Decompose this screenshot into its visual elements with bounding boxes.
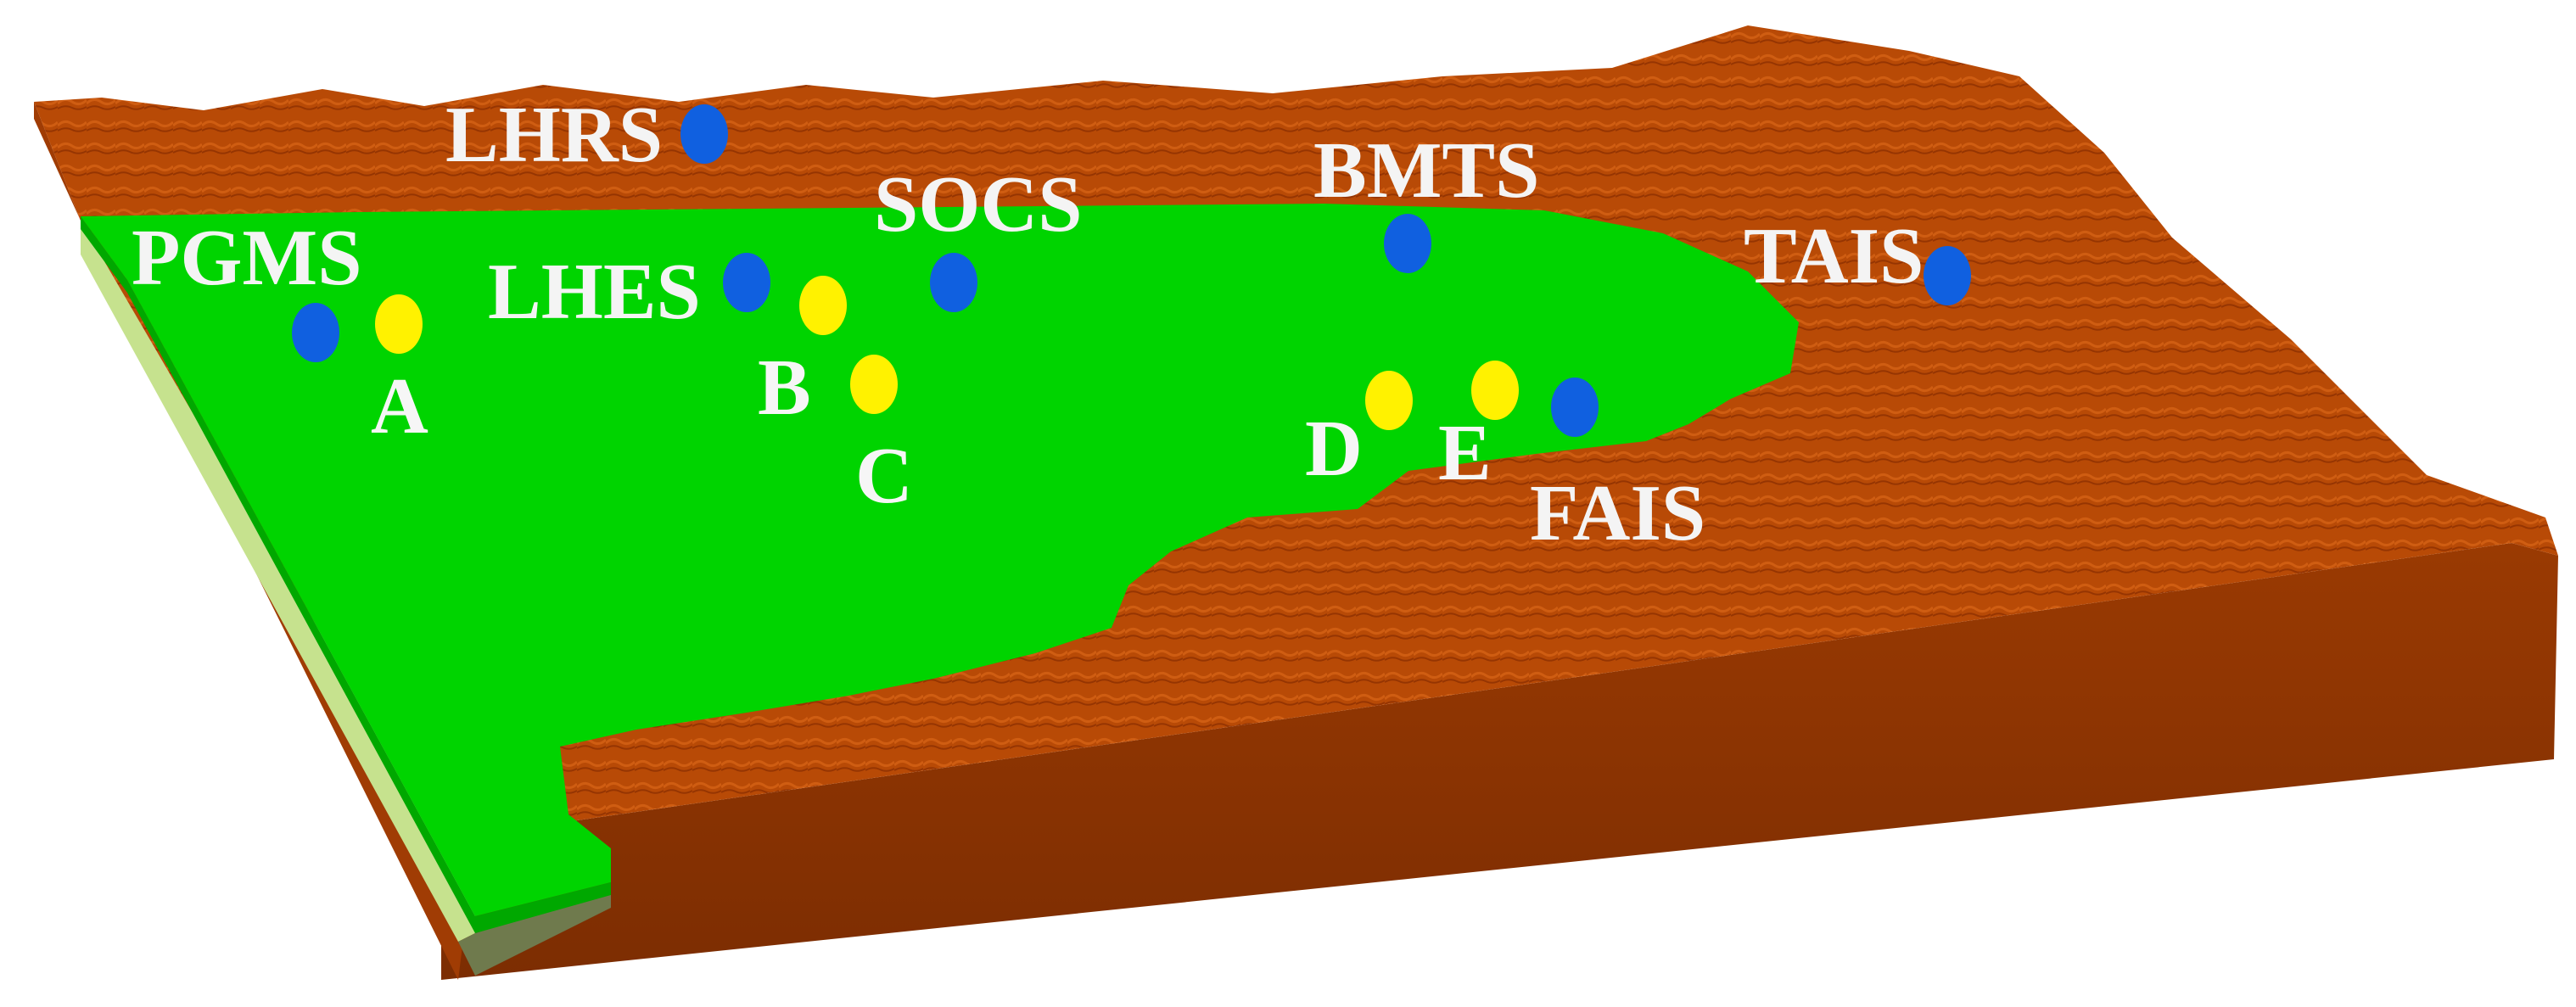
lake-region xyxy=(81,204,1799,916)
station-marker-lhrs xyxy=(680,104,728,164)
station-label-lhrs: LHRS xyxy=(445,91,663,179)
station-label-lhes: LHES xyxy=(488,248,701,336)
station-label-bmts: BMTS xyxy=(1313,126,1539,215)
station-label-fais: FAIS xyxy=(1530,469,1705,557)
station-marker-lhes xyxy=(723,253,770,312)
station-label-socs: SOCS xyxy=(874,160,1083,249)
point-label-d: D xyxy=(1305,405,1363,493)
point-marker-a xyxy=(375,294,423,354)
left-face-dark-band xyxy=(458,891,611,976)
station-marker-pgms xyxy=(292,303,339,362)
point-label-e: E xyxy=(1438,409,1492,497)
station-label-pgms: PGMS xyxy=(132,214,362,302)
station-marker-bmts xyxy=(1384,214,1431,273)
station-marker-socs xyxy=(930,253,977,312)
terrain-front-face xyxy=(441,543,2558,980)
point-label-b: B xyxy=(758,344,811,432)
point-marker-e xyxy=(1471,361,1519,420)
left-face-light-band xyxy=(81,221,475,942)
station-label-tais: TAIS xyxy=(1744,212,1924,300)
point-marker-d xyxy=(1365,371,1413,430)
point-marker-c xyxy=(850,355,898,414)
station-marker-fais xyxy=(1551,378,1599,437)
point-label-a: A xyxy=(371,362,428,450)
point-label-c: C xyxy=(855,432,913,520)
station-marker-tais xyxy=(1924,246,1971,305)
point-marker-b xyxy=(799,276,847,335)
